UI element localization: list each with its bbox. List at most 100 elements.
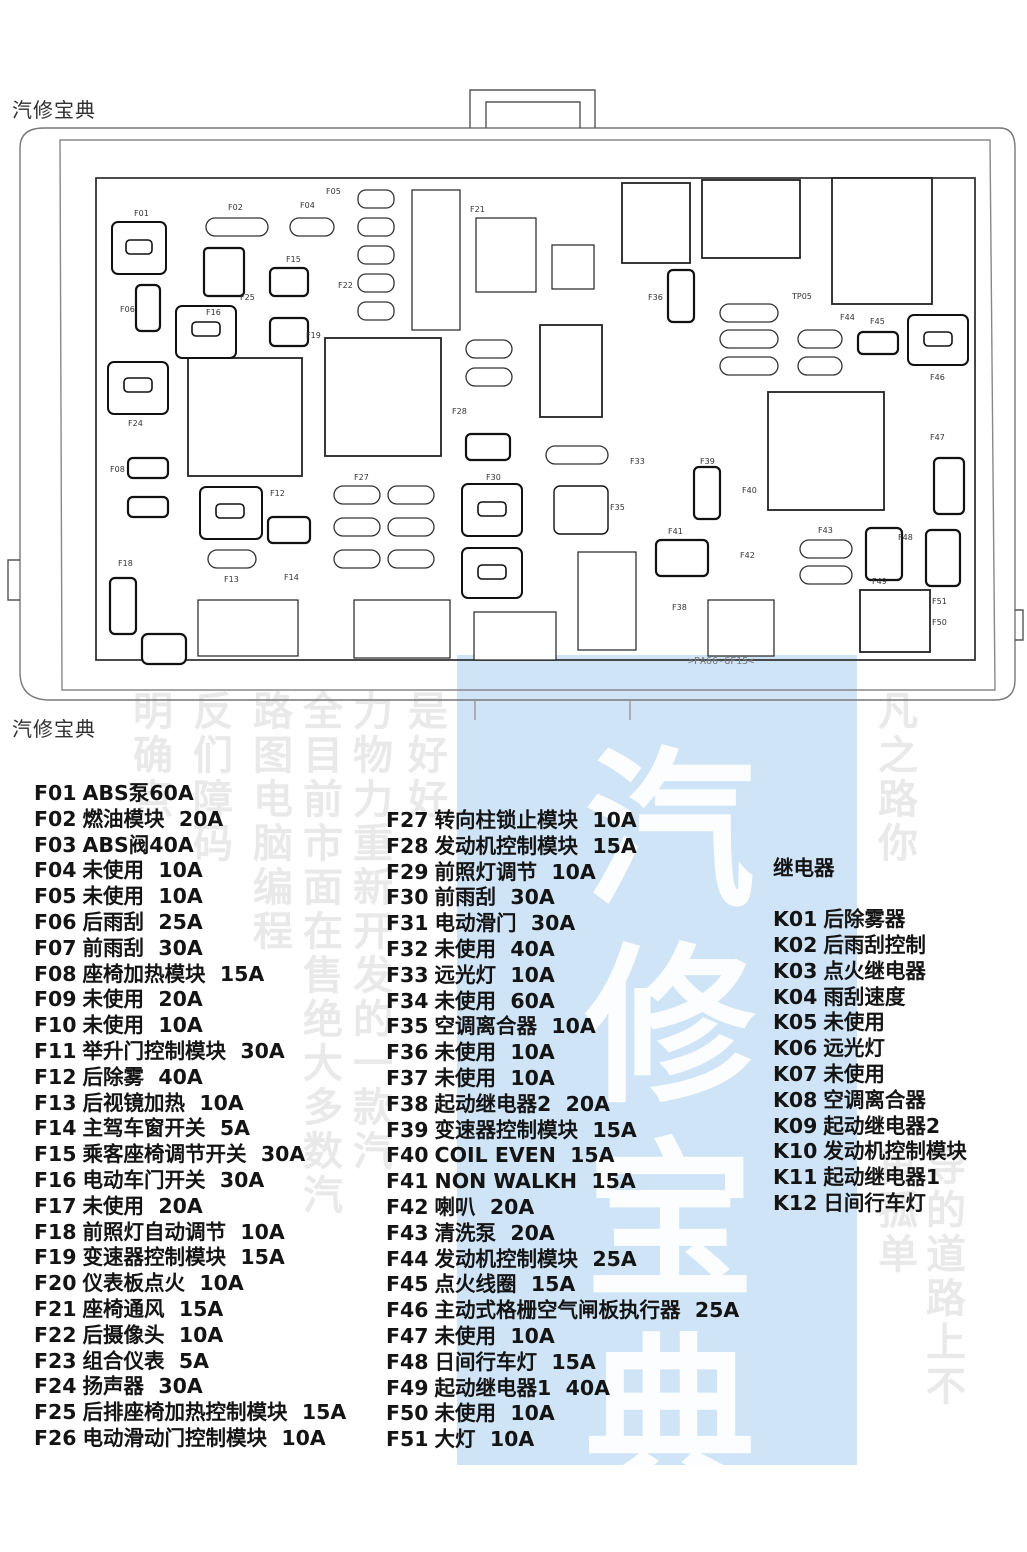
fuse-label-f19: F19 (306, 331, 321, 340)
fuse-label-f16: F16 (206, 308, 221, 317)
fuse-row-description: 未使用 10A (82, 884, 203, 909)
relay-row-description: 雨刮速度 (823, 984, 906, 1009)
fuse-label-f08: F08 (110, 465, 125, 474)
fuse-row-code: F43 (386, 1220, 429, 1245)
watermark-column-3: 路图电脑编程 (246, 690, 292, 954)
fuse-label-f06: F06 (120, 305, 135, 314)
fuse-label-f21: F21 (470, 205, 485, 214)
fuse-row-code: F25 (34, 1400, 77, 1425)
fuse-row-description: 电动车门开关 30A (82, 1167, 265, 1192)
fuse-row-description: 前照灯自动调节 10A (82, 1219, 285, 1244)
fuse-row-code: F31 (386, 911, 429, 936)
fuse-row-code: F45 (386, 1272, 429, 1297)
fuse-row-code: F27 (386, 808, 429, 832)
fuse-label-f51: F51 (932, 597, 947, 606)
relay-row-code: K07 (773, 1061, 818, 1086)
fuse-row-code: F13 (34, 1090, 77, 1115)
fuse-row-description: 未使用 10A (434, 1323, 555, 1348)
fuse-row-description: 大灯 10A (434, 1427, 535, 1452)
fuse-label-f49: F49 (872, 577, 887, 586)
fuse-row-description: 座椅加热模块 15A (82, 961, 265, 986)
fuse-label-f24: F24 (128, 419, 143, 428)
fuse-label-f45: F45 (870, 317, 885, 326)
fuse-row-code: F17 (34, 1193, 77, 1218)
relay-row-code: K08 (773, 1087, 818, 1112)
relay-row-description: 远光灯 (823, 1036, 885, 1061)
fuse-row-description: 起动继电器2 20A (434, 1091, 610, 1116)
fuse-label-f38: F38 (672, 603, 687, 612)
fuse-label-f44: F44 (840, 313, 855, 322)
fuse-row-description: 后视镜加热 10A (82, 1090, 244, 1115)
watermark-column-1: 明确点 (126, 690, 172, 822)
relay-row-description: 发动机控制模块 (823, 1139, 967, 1164)
fuse-row-description: 喇叭 20A (434, 1194, 535, 1219)
relay-row-description: 起动继电器2 (823, 1113, 941, 1138)
fuse-row-code: F32 (386, 936, 429, 961)
fuse-row-code: F28 (386, 833, 429, 858)
fuse-label-f01: F01 (134, 209, 149, 218)
fuse-row-description: 未使用 10A (82, 858, 203, 883)
fuse-row-description: COIL EVEN 15A (434, 1143, 615, 1168)
watermark-big-text: 汽修宝典 (584, 733, 755, 1518)
fuse-row-code: F40 (386, 1143, 429, 1168)
fuse-label-f22: F22 (338, 281, 353, 290)
fuse-row-code: F42 (386, 1194, 429, 1219)
fuse-row-code: F49 (386, 1375, 429, 1400)
fuse-row-code: F08 (34, 961, 77, 986)
fuse-row-description: 起动继电器1 40A (434, 1375, 610, 1400)
fuse-row-code: F26 (34, 1425, 77, 1450)
relay-row-description: 空调离合器 (823, 1087, 926, 1112)
watermark-label-top: 汽修宝典 (12, 98, 96, 122)
fuse-row-description: 主动式格栅空气闸板执行器 25A (434, 1298, 740, 1323)
fuse-row-code: F48 (386, 1349, 429, 1374)
fuse-box-diagram: F01 F02 F04 F05 F06 F08 F12 F13 F14 F15 … (7, 89, 1024, 720)
fuse-label-f27: F27 (354, 473, 369, 482)
fuse-row-description: 转向柱锁止模块 10A (434, 808, 637, 832)
fuse-row-code: F02 (34, 806, 77, 831)
fuse-row-code: F36 (386, 1040, 429, 1065)
fuse-label-f46: F46 (930, 373, 945, 382)
fuse-row-description: 后排座椅加热控制模块 15A (82, 1400, 347, 1425)
relay-row-code: K12 (773, 1190, 818, 1215)
fuse-row-code: F14 (34, 1116, 77, 1141)
fuse-row-description: 座椅通风 15A (82, 1296, 224, 1321)
relay-row-code: K11 (773, 1165, 818, 1190)
fuse-label-f40: F40 (742, 486, 757, 495)
watermark-column-8: 导的道路上不再孤单 (871, 1145, 965, 1409)
fuse-row-description: 日间行车灯 15A (434, 1349, 596, 1374)
fuse-row-code: F12 (34, 1064, 77, 1089)
fuse-row-code: F50 (386, 1401, 429, 1426)
fuse-row-code: F01 (34, 781, 77, 805)
fuse-row-description: 发动机控制模块 25A (434, 1246, 637, 1271)
fuse-row-description: 仪表板点火 10A (82, 1271, 244, 1296)
fuse-row-description: 清洗泵 20A (434, 1220, 555, 1245)
fuse-row-description: ABS阀40A (82, 832, 194, 857)
